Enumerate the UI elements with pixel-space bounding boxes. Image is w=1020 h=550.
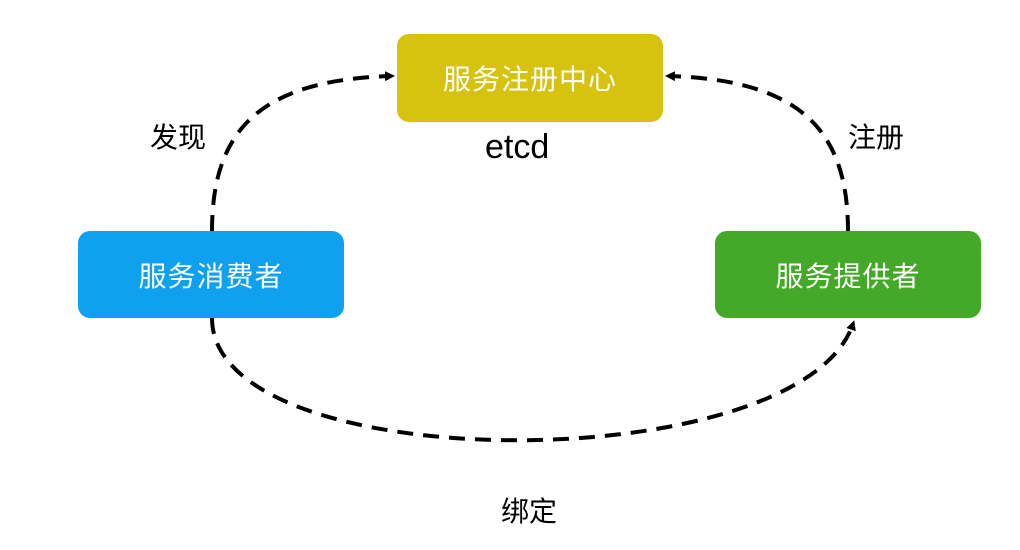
consumer-node-label: 服务消费者 bbox=[138, 259, 284, 293]
provider-node: 服务提供者 bbox=[715, 231, 981, 318]
register-arrow bbox=[665, 71, 850, 232]
bind-arrow bbox=[210, 317, 856, 443]
registry-node-label: 服务注册中心 bbox=[442, 63, 617, 96]
register-edge-label: 注册 bbox=[848, 121, 905, 154]
registry-node: 服务注册中心 bbox=[397, 34, 663, 122]
consumer-node: 服务消费者 bbox=[78, 231, 344, 318]
discover-arrow bbox=[210, 71, 395, 232]
registry-sub-label: etcd bbox=[485, 128, 550, 166]
bind-edge-label: 绑定 bbox=[501, 495, 558, 528]
discover-edge-label: 发现 bbox=[150, 121, 207, 154]
provider-node-label: 服务提供者 bbox=[775, 259, 921, 293]
